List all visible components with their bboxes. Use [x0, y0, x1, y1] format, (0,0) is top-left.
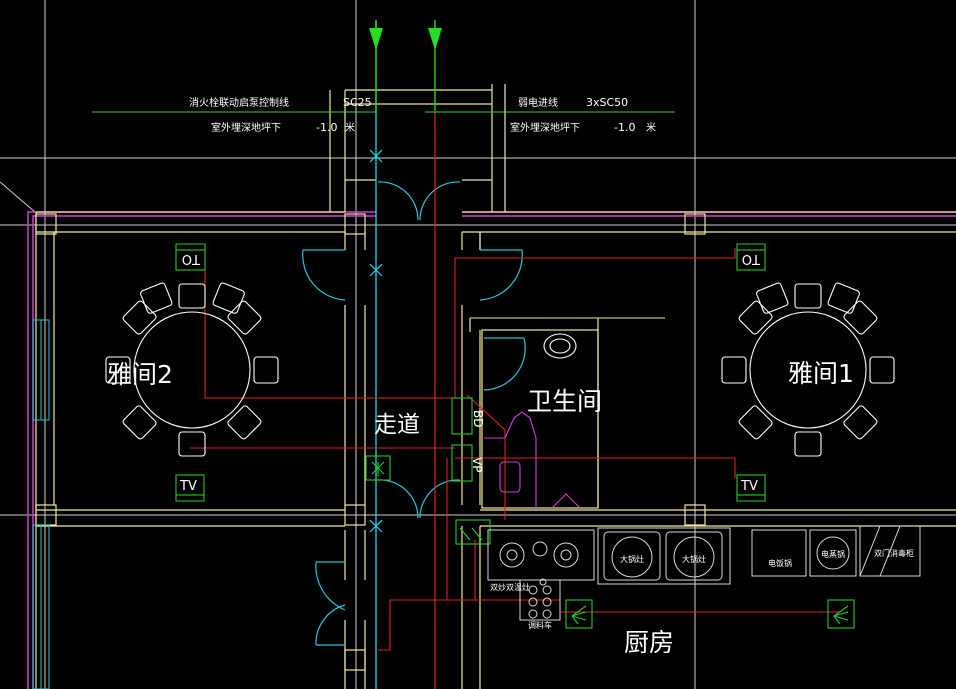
- interior-walls: [35, 84, 956, 689]
- outlet-symbols: [175, 243, 855, 629]
- dining-set-left: [105, 282, 279, 457]
- dining-set-right: [721, 282, 895, 457]
- room-label-kitchen: 厨房: [624, 628, 674, 657]
- outlet-tel-left: TO: [182, 251, 201, 266]
- note-right-depth-label: 室外埋深地坪下: [510, 121, 580, 134]
- room-label-corridor: 走道: [374, 412, 420, 438]
- room-label-private-2: 雅间2: [107, 360, 173, 389]
- fire-pump-pipe: [369, 20, 383, 689]
- outlet-tv-right: TV: [740, 479, 758, 494]
- equip-steamer: 电蒸锅: [821, 549, 845, 559]
- equip-seasoning: 调料车: [528, 620, 552, 630]
- room-label-restroom: 卫生间: [527, 387, 602, 416]
- box-bd: BD: [471, 410, 485, 427]
- windows: [32, 319, 50, 689]
- note-right-unit: 米: [646, 121, 656, 134]
- equip-stove-left: 大锅灶: [620, 554, 644, 564]
- note-fire-pump-line: 消火栓联动启泵控制线: [189, 96, 289, 109]
- outlet-tv-left: TV: [179, 479, 197, 494]
- weak-current-pipe: [428, 20, 442, 689]
- equip-rice-cooker: 电饭锅: [768, 558, 792, 568]
- equip-double-stove: 双炒双温灶: [490, 582, 530, 592]
- equip-cabinet: 双门消毒柜: [874, 548, 914, 558]
- restroom-fixtures: [484, 333, 581, 509]
- note-right-conduit: 3xSC50: [586, 96, 628, 109]
- note-left-depth: -1.0: [316, 121, 337, 134]
- kitchen-equipment: [487, 525, 921, 621]
- room-label-private-1: 雅间1: [788, 359, 854, 388]
- note-left-depth-label: 室外埋深地坪下: [211, 121, 281, 134]
- note-left-conduit: SC25: [343, 96, 372, 109]
- outlet-tel-right: TO: [742, 251, 761, 266]
- note-right-depth: -1.0: [614, 121, 635, 134]
- note-weak-current-line: 弱电进线: [518, 96, 558, 109]
- box-vp: VP: [470, 457, 484, 472]
- note-left-unit: 米: [345, 121, 355, 134]
- equip-stove-right: 大锅灶: [682, 554, 706, 564]
